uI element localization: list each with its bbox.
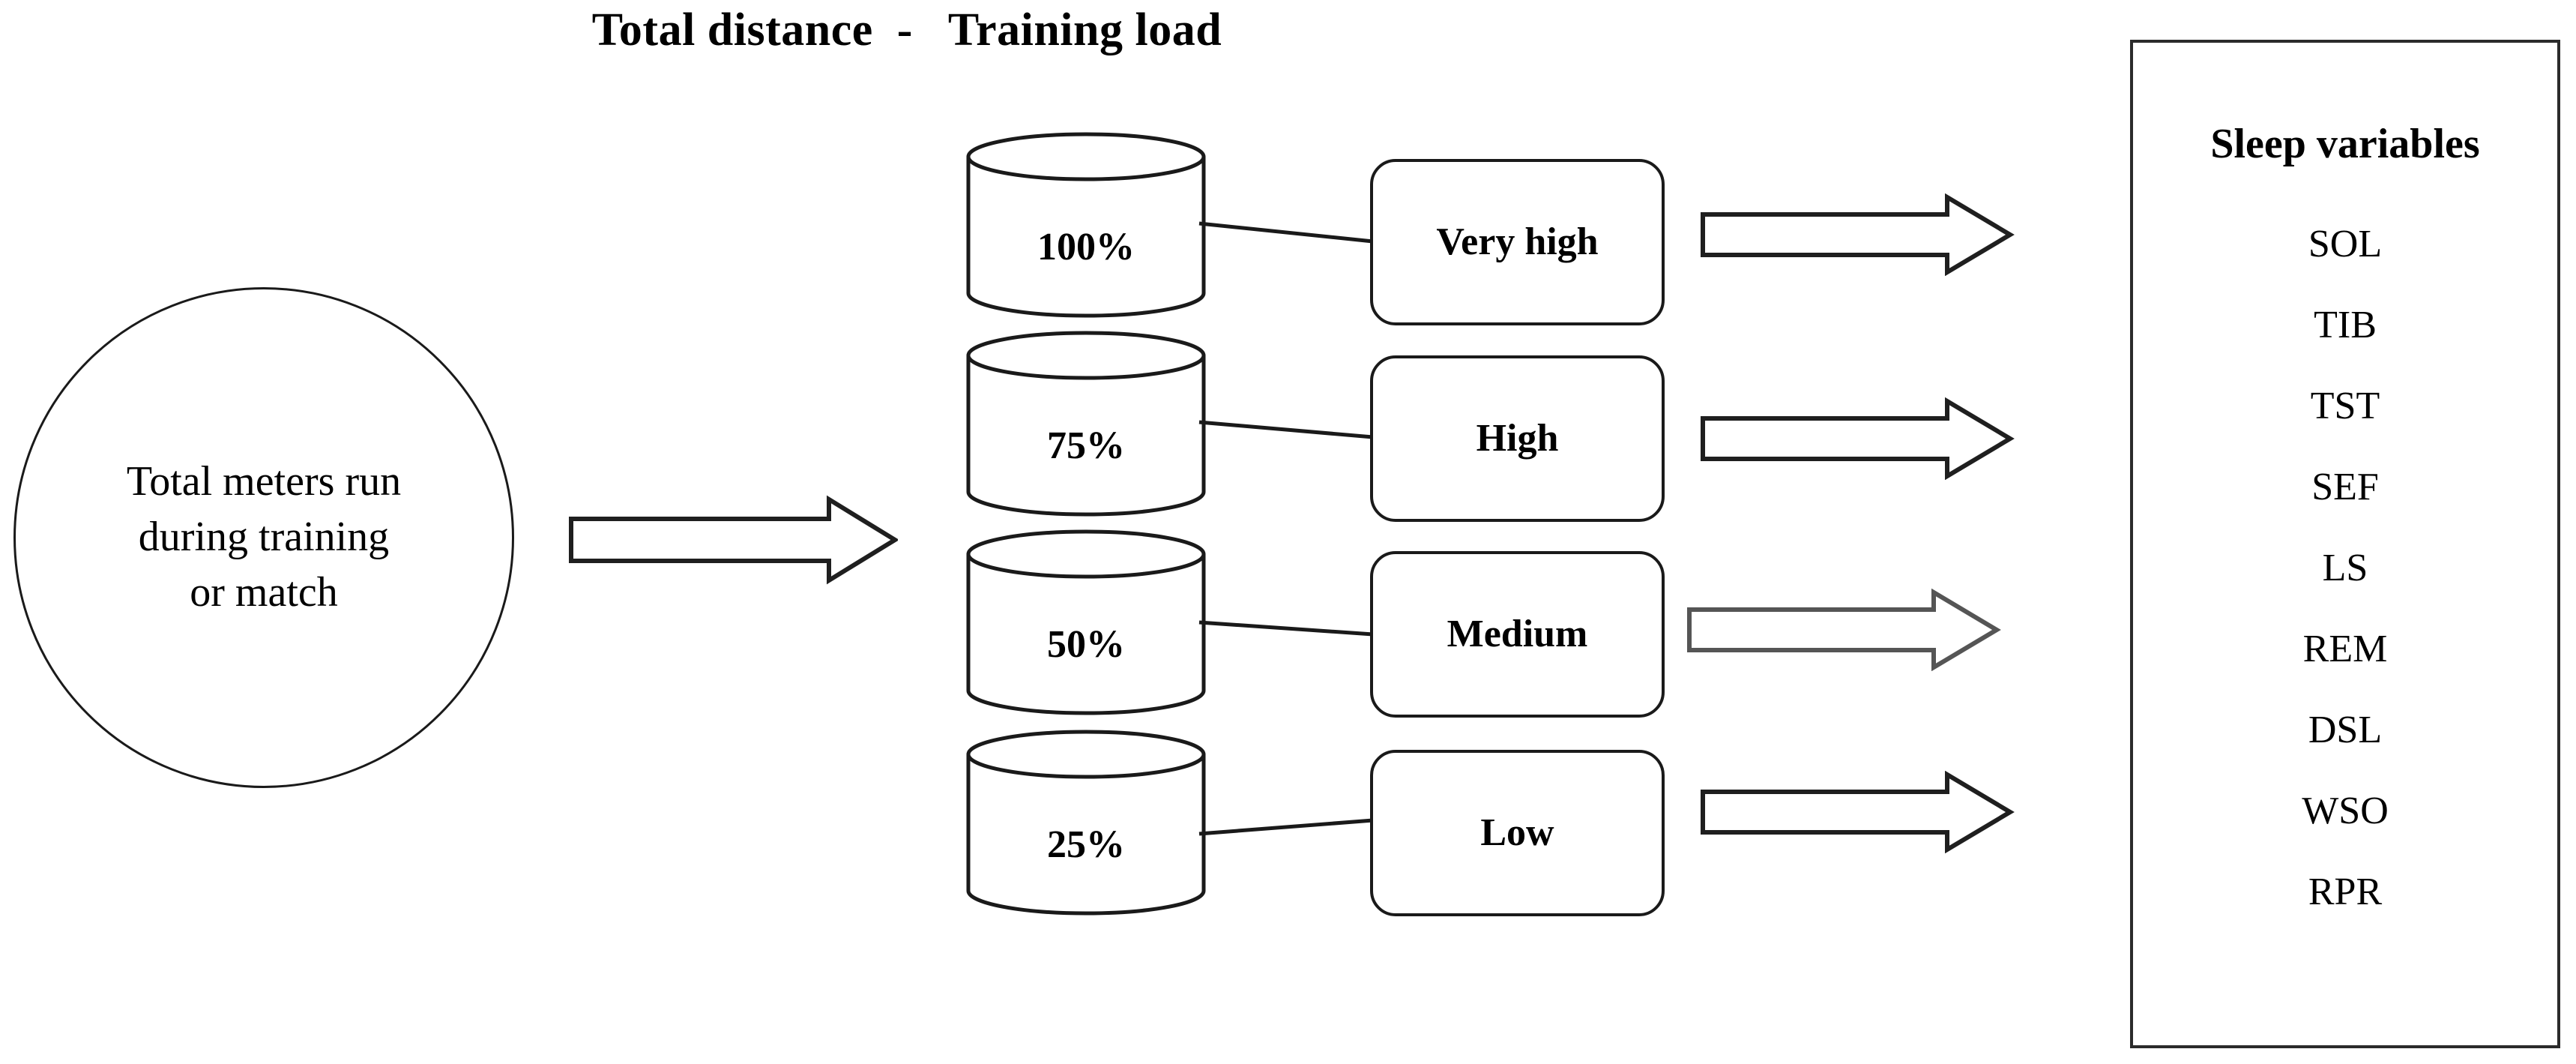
- connector-line-4: [1198, 818, 1374, 836]
- cylinder-icon: [966, 529, 1206, 715]
- load-box-label: High: [1476, 417, 1559, 460]
- load-box-very-high[interactable]: Very high: [1370, 159, 1665, 325]
- connector-line-1: [1198, 221, 1374, 244]
- sleep-variable-item: TIB: [2314, 304, 2377, 346]
- sleep-variables-panel: Sleep variables SOL TIB TST SEF LS REM D…: [2130, 40, 2560, 1048]
- outcome-arrow-1: [1700, 193, 2015, 276]
- cylinder-label: 50%: [1047, 623, 1125, 666]
- load-box-label: Medium: [1447, 613, 1588, 655]
- cylinder-label: 100%: [1037, 226, 1135, 268]
- sleep-variable-list: SOL TIB TST SEF LS REM DSL WSO RPR: [2133, 225, 2557, 954]
- cylinder-100: 100%: [965, 131, 1207, 319]
- source-circle: Total meters run during training or matc…: [13, 287, 514, 788]
- sleep-variable-item: LS: [2322, 547, 2368, 589]
- sleep-variable-item: RPR: [2308, 871, 2383, 913]
- sleep-variable-item: DSL: [2308, 709, 2383, 751]
- right-block-arrow-icon: [1687, 589, 2001, 671]
- load-box-label: Low: [1480, 811, 1554, 854]
- load-box-label: Very high: [1436, 220, 1599, 263]
- main-flow-arrow: [568, 495, 898, 585]
- sleep-variable-item: REM: [2302, 628, 2388, 670]
- right-block-arrow-icon: [569, 495, 898, 585]
- load-box-high[interactable]: High: [1370, 355, 1665, 522]
- cylinder-50: 50%: [965, 529, 1207, 716]
- cylinder-icon: [966, 331, 1206, 517]
- sleep-panel-title: Sleep variables: [2210, 121, 2480, 167]
- cylinder-icon: [966, 730, 1206, 916]
- connector-line-2: [1198, 420, 1374, 439]
- right-block-arrow-icon: [1701, 193, 2015, 276]
- sleep-variable-item: SEF: [2311, 466, 2379, 508]
- load-box-low[interactable]: Low: [1370, 750, 1665, 916]
- page-title: Total distance - Training load: [591, 4, 1222, 55]
- cylinder-label: 75%: [1047, 424, 1125, 467]
- source-circle-label: Total meters run during training or matc…: [126, 458, 402, 616]
- cylinder-icon: [966, 132, 1206, 318]
- outcome-arrow-4: [1700, 771, 2015, 853]
- load-box-medium[interactable]: Medium: [1370, 551, 1665, 718]
- right-block-arrow-icon: [1701, 397, 2015, 480]
- right-block-arrow-icon: [1701, 771, 2015, 853]
- outcome-arrow-2: [1700, 397, 2015, 480]
- sleep-variable-item: TST: [2310, 385, 2380, 427]
- outcome-arrow-3: [1686, 589, 2001, 671]
- cylinder-25: 25%: [965, 729, 1207, 916]
- sleep-variable-item: WSO: [2302, 790, 2389, 832]
- cylinder-75: 75%: [965, 330, 1207, 517]
- sleep-variable-item: SOL: [2308, 223, 2383, 265]
- connector-line-3: [1198, 620, 1374, 637]
- cylinder-label: 25%: [1047, 823, 1125, 866]
